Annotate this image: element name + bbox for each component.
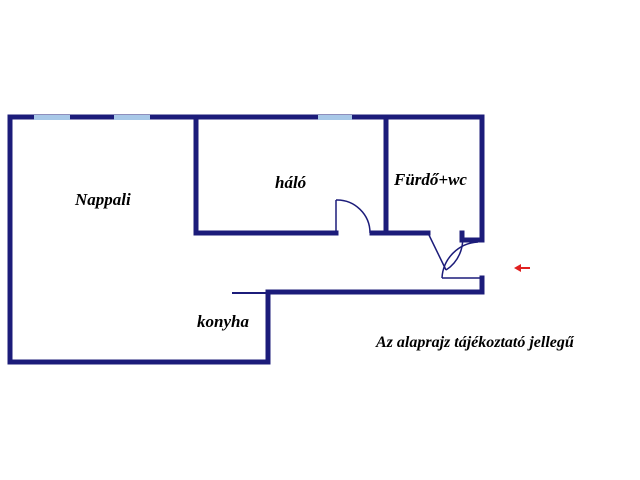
door-bath-leaf (427, 232, 447, 271)
windows (34, 115, 352, 120)
room-label-furdo: Fürdő+wc (393, 170, 467, 189)
window-2 (114, 115, 150, 120)
room-label-nappali: Nappali (74, 190, 131, 209)
window-1 (34, 115, 70, 120)
doors (335, 199, 482, 279)
door-bath-arc (445, 232, 464, 271)
walls (7, 114, 485, 365)
red-arrow-left-icon (514, 264, 530, 272)
window-3 (318, 115, 352, 120)
room-label-halo: háló (275, 173, 306, 192)
room-label-konyha: konyha (197, 312, 249, 331)
disclaimer-note: Az alaprajz tájékoztató jellegű (375, 334, 575, 351)
door-halo-arc (335, 199, 371, 234)
door-entrance-arc (441, 241, 479, 279)
